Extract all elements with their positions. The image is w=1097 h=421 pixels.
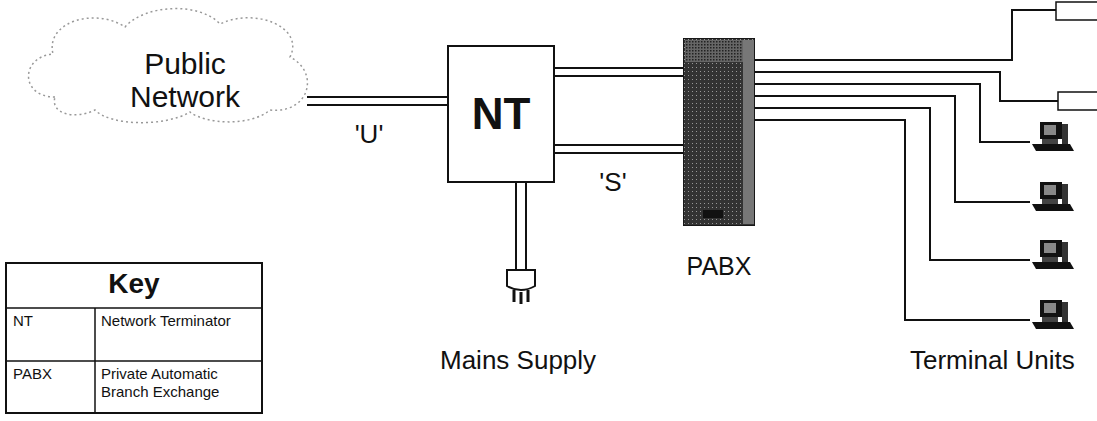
pabx-tower-shape (683, 38, 755, 226)
node-label: NT (472, 89, 531, 139)
node-label: Public Network (110, 47, 260, 113)
mains-label: Mains Supply (440, 345, 596, 376)
key-table: KeyNT Network TerminatorPABX Private Autom… (5, 262, 263, 414)
key-term: NT (13, 312, 91, 329)
key-definition: Private Automatic Branch Exchange (101, 365, 259, 401)
interface-label: 'U' (353, 119, 386, 150)
double-line-connector (555, 68, 683, 153)
computer-icon (1032, 182, 1074, 211)
computer-icon (1032, 300, 1074, 329)
key-term: PABX (13, 365, 91, 382)
telephone-unit (1056, 2, 1097, 110)
network-terminator-box: NT (447, 45, 555, 183)
cloud-node: Public Network (15, 2, 315, 127)
pabx-tower: PABX (683, 38, 755, 288)
key-title: Key (7, 268, 261, 300)
computer-icon (1032, 240, 1074, 269)
interface-label: 'S' (597, 167, 628, 198)
terminal-units-label: Terminal Units (910, 345, 1075, 376)
mains-plug (507, 183, 535, 304)
terminal-wires (755, 10, 1097, 320)
key-definition: Network Terminator (101, 312, 259, 330)
node-label: PABX (683, 252, 755, 281)
double-line-connector (307, 97, 447, 105)
computer-icons (1032, 122, 1074, 329)
computer-icon (1032, 122, 1074, 151)
